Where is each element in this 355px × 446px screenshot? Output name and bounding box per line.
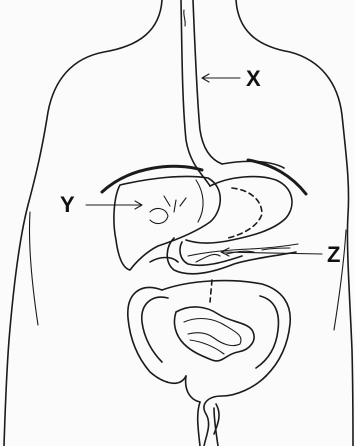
stomach xyxy=(186,161,292,243)
pointer-line-z xyxy=(222,252,322,254)
small-intestine xyxy=(174,307,254,402)
label-x: X xyxy=(246,66,261,91)
oesophagus xyxy=(181,0,222,186)
large-intestine xyxy=(128,280,290,446)
label-y: Y xyxy=(60,192,75,217)
pancreas-duodenum xyxy=(150,238,298,274)
label-z: Z xyxy=(327,242,340,267)
torso-outline xyxy=(4,0,353,446)
